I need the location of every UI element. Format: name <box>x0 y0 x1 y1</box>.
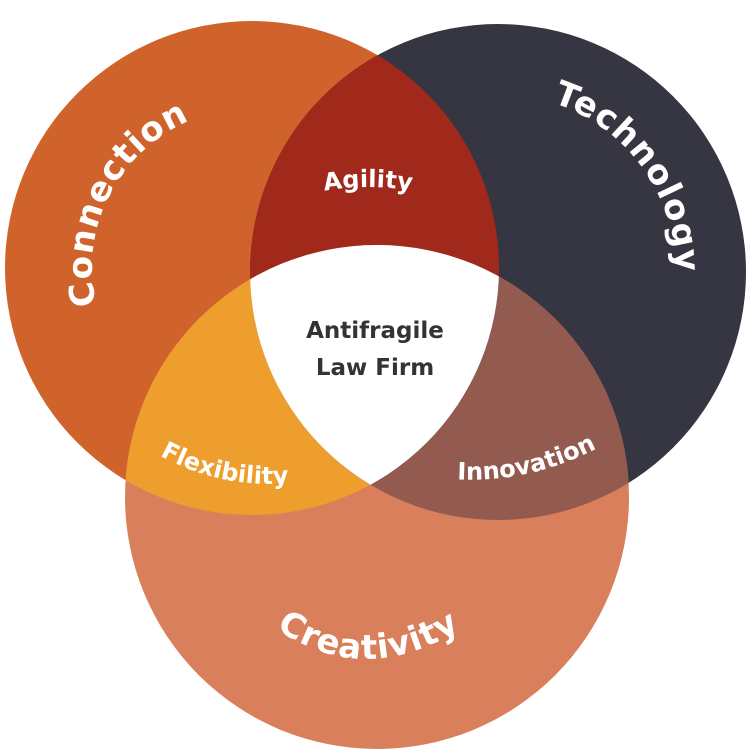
center-label-line2: Law Firm <box>316 355 434 381</box>
center-label-line1: Antifragile <box>306 318 444 344</box>
